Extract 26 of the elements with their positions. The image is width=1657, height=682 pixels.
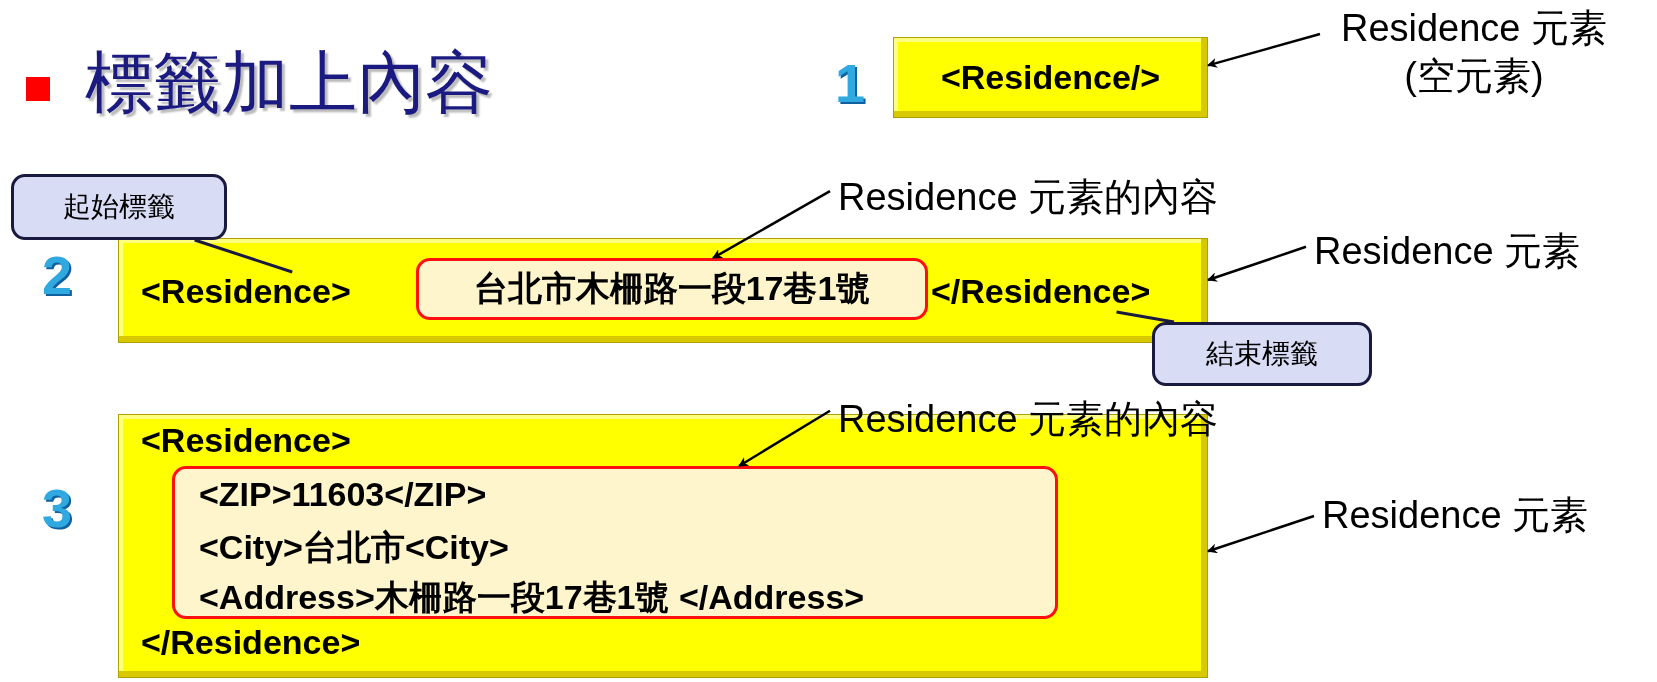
end-tag: </Residence> bbox=[931, 272, 1196, 312]
step-number: 1 bbox=[835, 52, 866, 114]
bullet-heading: 標籤加上內容 bbox=[85, 43, 493, 122]
code-line: <Residence> bbox=[141, 421, 351, 460]
arrow bbox=[1207, 514, 1315, 554]
step-number: 2 bbox=[42, 244, 73, 306]
content-box bbox=[172, 466, 1058, 619]
code-line: <ZIP>11603</ZIP> bbox=[199, 475, 487, 514]
arrow bbox=[1207, 245, 1307, 282]
code-line: <Address>木柵路一段17巷1號 </Address> bbox=[199, 577, 865, 618]
code-line: <City>台北市<City> bbox=[199, 527, 509, 568]
code-box: <Residence/> bbox=[893, 37, 1208, 118]
arrow bbox=[738, 409, 831, 468]
code-bar bbox=[118, 238, 1208, 343]
callout-bubble: 起始標籤 bbox=[11, 174, 227, 240]
step-number: 3 bbox=[42, 477, 73, 539]
arrow bbox=[712, 190, 831, 260]
annotation-text: Residence 元素 (空元素) bbox=[1320, 4, 1620, 104]
code-line: </Residence> bbox=[141, 623, 361, 662]
arrow bbox=[1207, 32, 1321, 68]
annotation-text: Residence 元素的內容 bbox=[830, 172, 1260, 220]
callout-bubble: 結束標籤 bbox=[1152, 322, 1372, 386]
annotation-text: Residence 元素 bbox=[1306, 226, 1651, 278]
annotation-text: Residence 元素 bbox=[1314, 490, 1654, 542]
start-tag: <Residence> bbox=[141, 272, 416, 312]
content-box: 台北市木柵路一段17巷1號 bbox=[416, 258, 928, 320]
